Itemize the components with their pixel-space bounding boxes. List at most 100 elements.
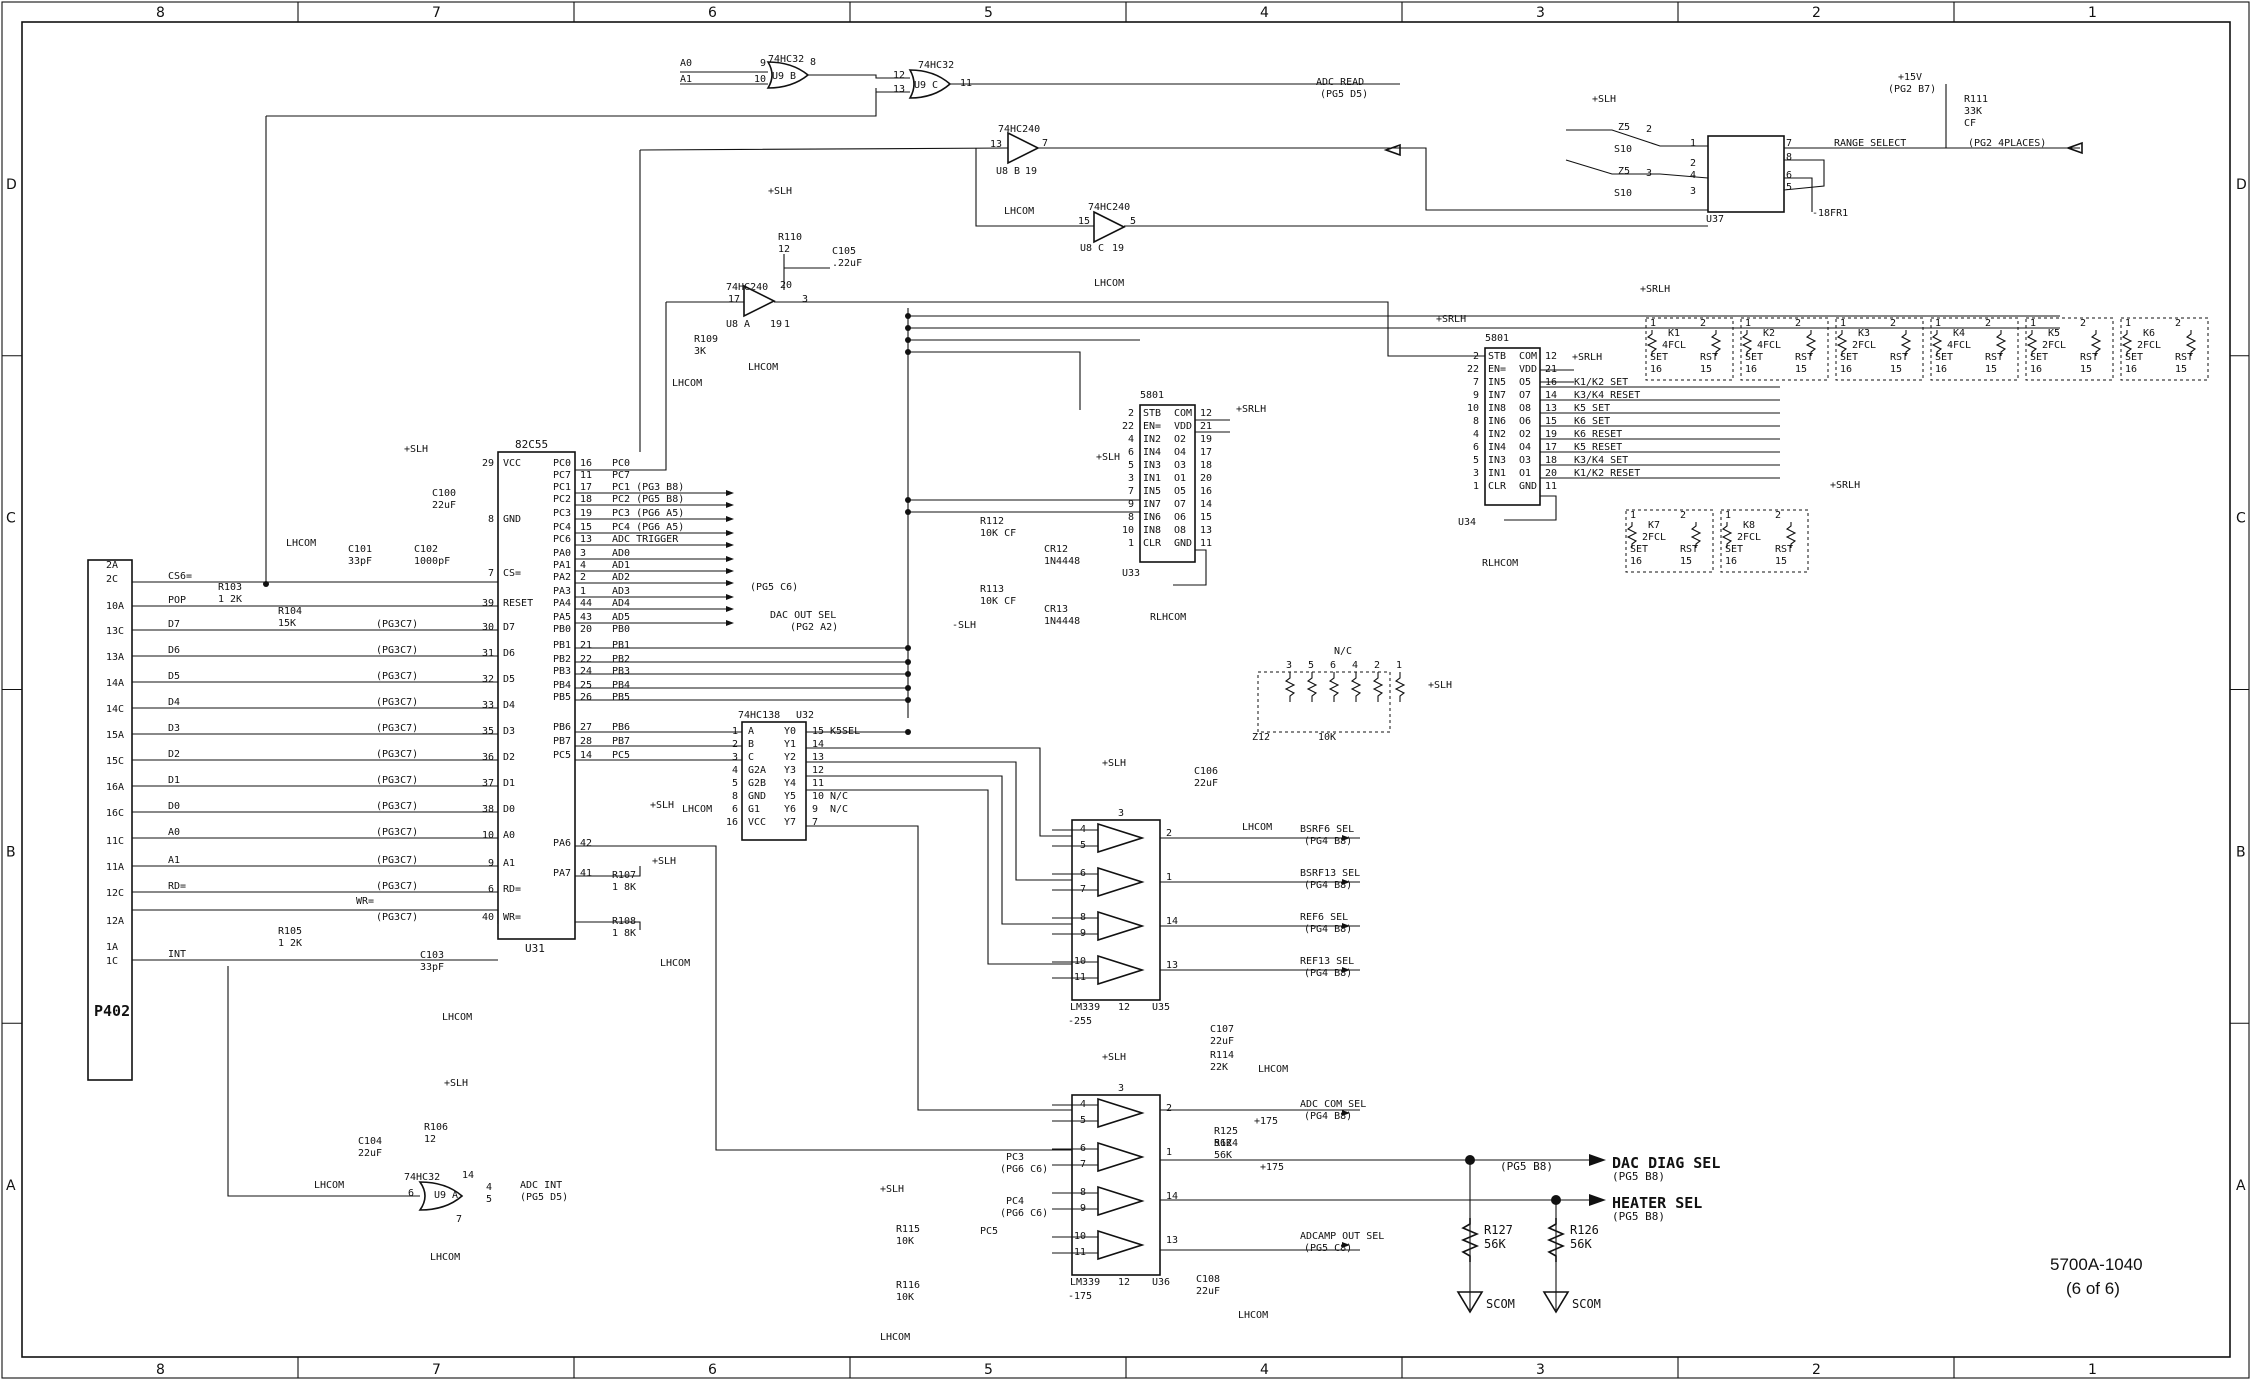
driver-pin-number: 7 bbox=[1473, 377, 1479, 388]
relay-pin: 2 bbox=[1700, 318, 1706, 329]
gate-u9b: 8 U9 B A0 A1 9 10 bbox=[680, 57, 816, 89]
ppi-pin-number: 9 bbox=[488, 858, 494, 869]
relay-rst: RST bbox=[2175, 352, 2193, 363]
rail-label: +SLH bbox=[1592, 94, 1616, 105]
optocoupler-u37: U37 S10 S10 Z5 Z5 1 2 3 4 5 6 7 8 2 3 RA… bbox=[1614, 72, 2046, 225]
driver-pin-name: CLR bbox=[1488, 481, 1507, 492]
rail-label: LHCOM bbox=[1004, 206, 1034, 217]
relay-pin: 2 bbox=[1985, 318, 1991, 329]
relay-pin: 2 bbox=[1775, 510, 1781, 521]
zone-column-bottom: 2 bbox=[1812, 1362, 1821, 1378]
passive-ref: R125 bbox=[1214, 1126, 1238, 1137]
decoder-pin-number: 6 bbox=[732, 804, 738, 815]
decoder-out-number: 14 bbox=[812, 739, 824, 750]
driver-out-name: O7 bbox=[1519, 390, 1531, 401]
comparator-out-pin: 1 bbox=[1166, 1147, 1172, 1158]
relay-outline bbox=[1645, 317, 1734, 381]
decoder-net-label: N/C bbox=[830, 791, 848, 802]
passive-ref: R114 bbox=[1210, 1050, 1234, 1061]
ppi-port-name: PC5 bbox=[553, 750, 571, 761]
ppi-port-number: 4 bbox=[580, 560, 586, 571]
driver-pin-name: IN7 bbox=[1143, 499, 1161, 510]
ppi-net-label: PB2 bbox=[612, 654, 630, 665]
ppi-pin-number: 7 bbox=[488, 568, 494, 579]
decoder-out-name: Y1 bbox=[784, 739, 796, 750]
relay-coil bbox=[1710, 330, 1722, 356]
svg-text:R126: R126 bbox=[1570, 1223, 1599, 1237]
comparator-net-label: REF13 SEL bbox=[1300, 956, 1354, 967]
comparator-ref: U35 bbox=[1152, 1002, 1170, 1013]
adc-read-net: ADC READ bbox=[1316, 77, 1364, 88]
driver-pin-name: IN6 bbox=[1488, 416, 1506, 427]
relay-ref: K1 bbox=[1668, 328, 1680, 339]
decoder-out-number: 13 bbox=[812, 752, 824, 763]
svg-text:74HC240: 74HC240 bbox=[726, 282, 768, 293]
relay-type: 4FCL bbox=[1947, 340, 1971, 351]
relay-pin: 16 bbox=[1650, 364, 1662, 375]
relay-outline bbox=[2025, 317, 2114, 381]
ppi-port-number: 20 bbox=[580, 624, 592, 635]
comparator-symbol bbox=[1097, 954, 1145, 986]
data-ref-label: (PG3C7) bbox=[376, 881, 418, 892]
ppi-pin-name: D1 bbox=[503, 778, 515, 789]
connector-pin: 10A bbox=[106, 601, 124, 612]
ppi-pin-number: 30 bbox=[482, 622, 494, 633]
rail-label: LHCOM bbox=[1238, 1310, 1268, 1321]
svg-text:A0: A0 bbox=[680, 58, 692, 69]
relay-set: SET bbox=[1840, 352, 1858, 363]
zone-column-bottom: 7 bbox=[432, 1362, 441, 1378]
svg-text:7: 7 bbox=[1786, 138, 1792, 149]
driver-pin-name: IN5 bbox=[1488, 377, 1506, 388]
relay-type: 2FCL bbox=[1642, 532, 1666, 543]
svg-text:17: 17 bbox=[728, 294, 740, 305]
relay-coil bbox=[1900, 330, 1912, 356]
driver-pin-number: 4 bbox=[1128, 434, 1134, 445]
comparator-neg-rail: -175 bbox=[1068, 1291, 1092, 1302]
relay-coil bbox=[1626, 522, 1638, 548]
relay-ref: K4 bbox=[1953, 328, 1965, 339]
ppi-port-name: PB4 bbox=[553, 680, 571, 691]
ppi-port-name: PC1 bbox=[553, 482, 571, 493]
relay-net-label: K3/K4 RESET bbox=[1574, 390, 1640, 401]
passive-value: 15K bbox=[278, 618, 296, 629]
driver-pin-number: 3 bbox=[1128, 473, 1134, 484]
driver-out-name: O8 bbox=[1174, 525, 1186, 536]
svg-text:U8 B: U8 B bbox=[996, 166, 1020, 177]
driver-pin-number: 4 bbox=[1473, 429, 1479, 440]
connector-pin: 12C bbox=[106, 888, 124, 899]
relay-outline bbox=[1740, 317, 1829, 381]
passive-value: 12 bbox=[424, 1134, 436, 1145]
ppi-net-label: AD2 bbox=[612, 572, 630, 583]
relay-pin: 16 bbox=[2125, 364, 2137, 375]
svg-text:13: 13 bbox=[893, 84, 905, 95]
scom-symbols: SCOM SCOM R127 56K R126 56K bbox=[1456, 1218, 1601, 1314]
decoder-pin-name: G1 bbox=[748, 804, 760, 815]
passive-ref: C101 bbox=[348, 544, 372, 555]
connector-pin: 14A bbox=[106, 678, 124, 689]
decoder-pin-number: 8 bbox=[732, 791, 738, 802]
ppi-net-label: PC0 bbox=[612, 458, 630, 469]
passive-value: .22uF bbox=[832, 258, 862, 269]
svg-text:(PG5 B8): (PG5 B8) bbox=[1612, 1210, 1665, 1223]
svg-text:10K: 10K bbox=[1318, 732, 1336, 743]
ppi-port-number: 22 bbox=[580, 654, 592, 665]
decoder-pin-name: G2A bbox=[748, 765, 766, 776]
driver-pin-name: EN= bbox=[1488, 364, 1506, 375]
svg-text:14: 14 bbox=[462, 1170, 474, 1181]
svg-text:74HC240: 74HC240 bbox=[1088, 202, 1130, 213]
adc-int-net: ADC INT bbox=[520, 1180, 562, 1191]
relay-net-label: K6 SET bbox=[1574, 416, 1610, 427]
ppi-pin-number: 37 bbox=[482, 778, 494, 789]
ppi-port-number: 21 bbox=[580, 640, 592, 651]
relay-coil bbox=[2090, 330, 2102, 356]
ppi-pin-name: D5 bbox=[503, 674, 515, 685]
driver-out-name: O3 bbox=[1519, 455, 1531, 466]
driver-pin-number: 9 bbox=[1473, 390, 1479, 401]
ppi-port-name: PA5 bbox=[553, 612, 571, 623]
rail-label: +SLH bbox=[1102, 758, 1126, 769]
driver-out-name: O3 bbox=[1174, 460, 1186, 471]
connector-net-label: D5 bbox=[168, 671, 180, 682]
rail-label: LHCOM bbox=[672, 378, 702, 389]
